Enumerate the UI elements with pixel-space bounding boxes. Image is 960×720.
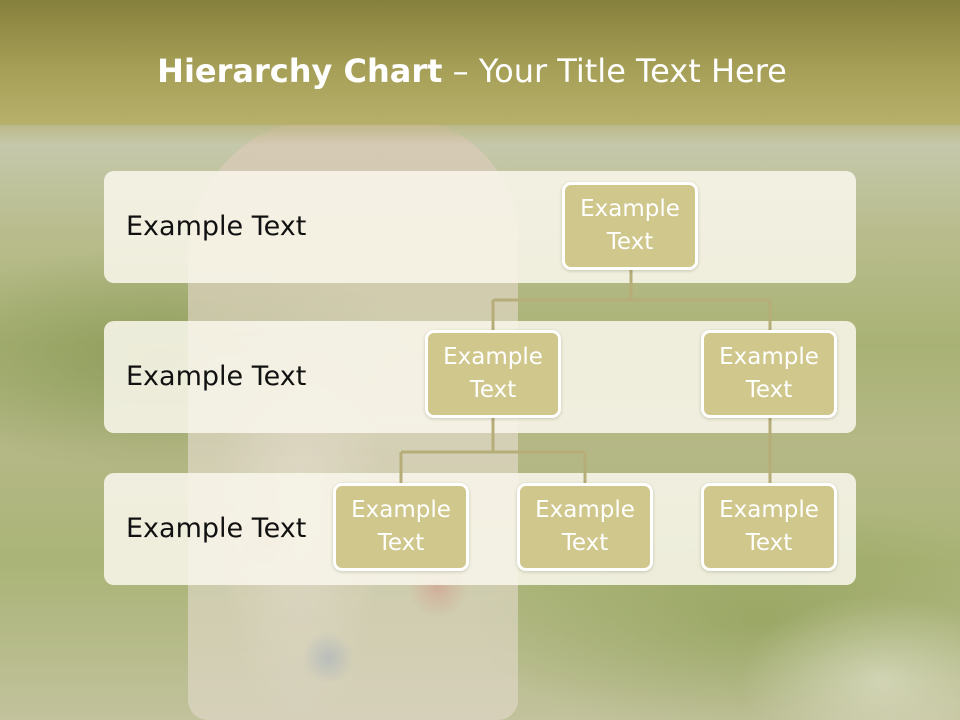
level-band-1: Example Text	[104, 171, 856, 283]
node-level2-right: Example Text	[701, 330, 837, 418]
level-label-2: Example Text	[126, 361, 307, 392]
connector-root-to-level2	[491, 270, 772, 330]
title-rest: – Your Title Text Here	[442, 52, 787, 90]
title-banner	[0, 0, 960, 145]
title-bold: Hierarchy Chart	[157, 52, 443, 90]
slide-title: Hierarchy Chart – Your Title Text Here	[0, 52, 944, 90]
node-level2-left: Example Text	[425, 330, 561, 418]
connector-l2a-to-level3	[399, 418, 587, 483]
node-root: Example Text	[562, 182, 698, 270]
node-level3-2: Example Text	[517, 483, 653, 571]
level-label-3: Example Text	[126, 513, 307, 544]
level-label-1: Example Text	[126, 211, 307, 242]
node-level3-1: Example Text	[333, 483, 469, 571]
node-level3-3: Example Text	[701, 483, 837, 571]
